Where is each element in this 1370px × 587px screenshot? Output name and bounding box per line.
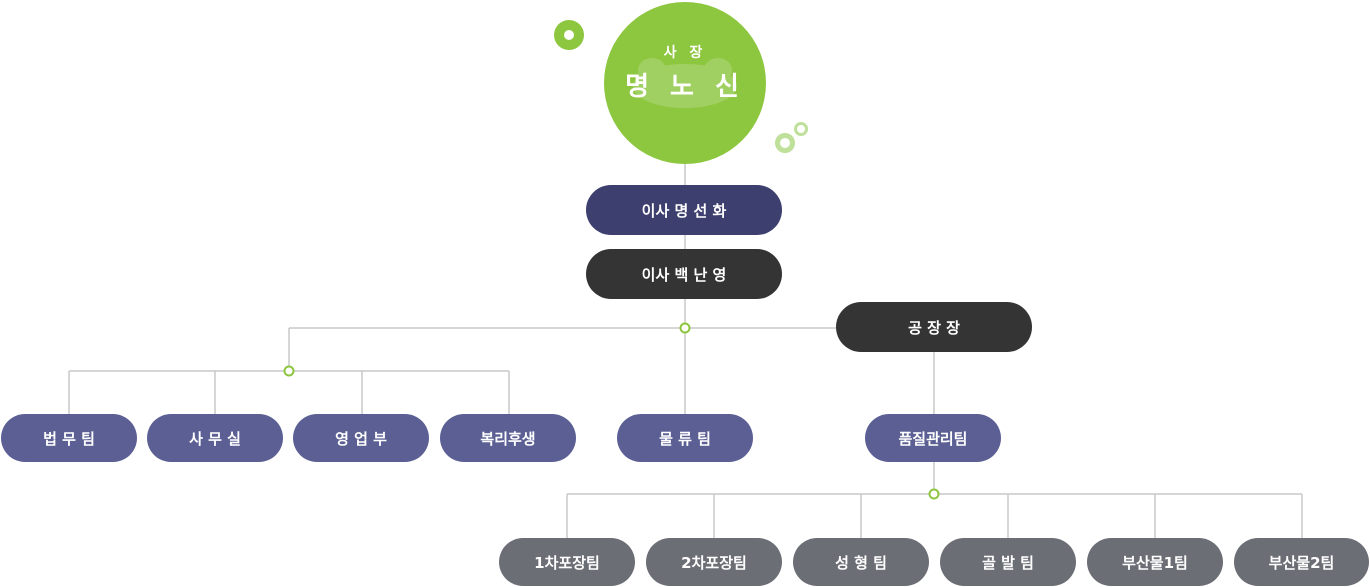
ceo-name: 명 노 신 [625, 66, 745, 103]
department-node: 사 무 실 [147, 414, 283, 462]
department-node: 법 무 팀 [1, 414, 137, 462]
team-node: 골 발 팀 [940, 538, 1076, 586]
node-label: 이사 명 선 화 [641, 201, 727, 220]
node-label: 이사 백 난 영 [641, 265, 727, 284]
decorative-ring-icon [775, 133, 795, 153]
node-label: 골 발 팀 [982, 553, 1034, 572]
node-label: 복리후생 [480, 429, 536, 448]
department-node: 영 업 부 [293, 414, 429, 462]
junction-dot [928, 488, 940, 500]
team-node: 2차포장팀 [646, 538, 782, 586]
team-node: 부산물2팀 [1234, 538, 1369, 586]
team-node: 1차포장팀 [499, 538, 635, 586]
junction-dot [283, 365, 295, 377]
node-label: 1차포장팀 [534, 553, 600, 572]
department-node: 복리후생 [440, 414, 576, 462]
logo-watermark-icon [633, 58, 737, 108]
node-label: 부산물1팀 [1122, 553, 1188, 572]
team-node: 성 형 팀 [793, 538, 929, 586]
node-label: 공 장 장 [908, 318, 960, 337]
ceo-title: 사 장 [663, 44, 707, 61]
junction-dot [679, 322, 691, 334]
executive-node: 이사 백 난 영 [586, 249, 782, 299]
ceo-node: 사 장 명 노 신 [604, 2, 766, 164]
factory-head-node: 공 장 장 [836, 302, 1032, 352]
node-label: 품질관리팀 [898, 429, 968, 448]
node-label: 사 무 실 [189, 429, 241, 448]
node-label: 영 업 부 [335, 429, 387, 448]
node-label: 2차포장팀 [681, 553, 747, 572]
node-label: 법 무 팀 [43, 429, 95, 448]
quality-node: 품질관리팀 [865, 414, 1001, 462]
node-label: 성 형 팀 [835, 553, 887, 572]
executive-node: 이사 명 선 화 [586, 185, 782, 235]
logistics-node: 물 류 팀 [617, 414, 753, 462]
decorative-ring-icon [554, 20, 584, 50]
node-label: 부산물2팀 [1268, 553, 1335, 572]
decorative-ring-icon [794, 122, 808, 136]
team-node: 부산물1팀 [1087, 538, 1223, 586]
node-label: 물 류 팀 [659, 429, 711, 448]
